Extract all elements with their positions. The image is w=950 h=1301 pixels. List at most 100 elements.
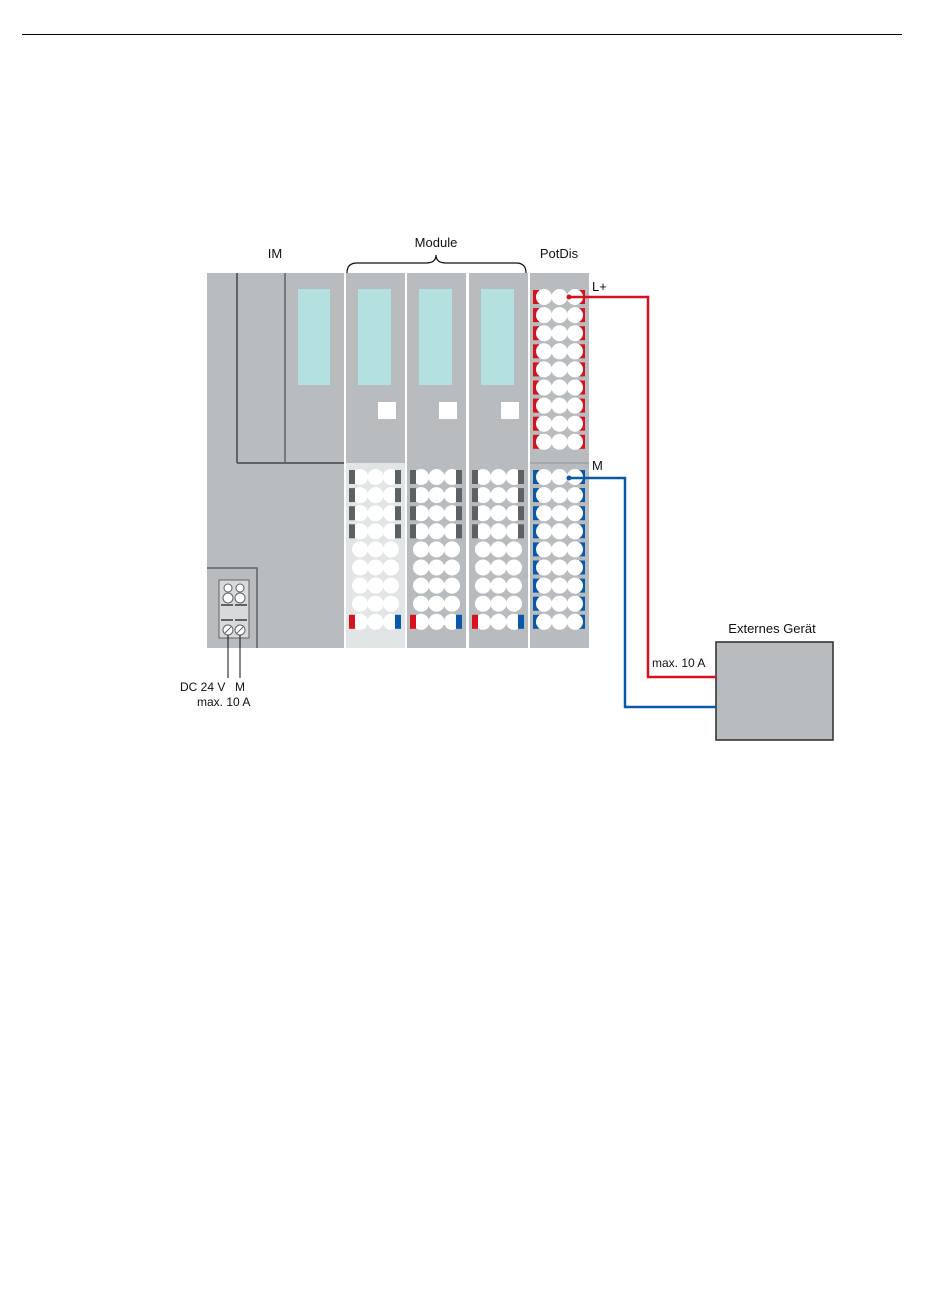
module-display bbox=[481, 289, 514, 385]
terminal-circle-icon bbox=[536, 434, 552, 450]
terminal-circle-icon bbox=[552, 416, 568, 432]
terminal-circle-icon bbox=[552, 307, 568, 323]
terminal-circle-icon bbox=[552, 469, 568, 485]
terminal-circle-icon bbox=[429, 614, 445, 630]
terminal-circle-icon bbox=[567, 541, 583, 557]
dc24v-label: DC 24 V bbox=[180, 680, 225, 694]
terminal-circle-icon bbox=[383, 541, 399, 557]
im-max-label: max. 10 A bbox=[197, 695, 250, 709]
terminal-circle-icon bbox=[567, 343, 583, 359]
terminal-marker bbox=[410, 506, 416, 520]
terminal-circle-icon bbox=[567, 325, 583, 341]
terminal-circle-icon bbox=[429, 541, 445, 557]
terminal-circle-icon bbox=[552, 325, 568, 341]
terminal-circle-icon bbox=[413, 596, 429, 612]
terminal-circle-icon bbox=[491, 614, 507, 630]
im-m-label: M bbox=[235, 680, 245, 694]
terminal-circle-icon bbox=[491, 469, 507, 485]
terminal-circle-icon bbox=[429, 596, 445, 612]
terminal-circle-icon bbox=[475, 560, 491, 576]
terminal-circle-icon bbox=[429, 578, 445, 594]
m-tap bbox=[567, 476, 572, 481]
terminal-marker bbox=[472, 506, 478, 520]
terminal-circle-icon bbox=[506, 560, 522, 576]
module-label-window bbox=[378, 402, 396, 419]
terminal-circle-icon bbox=[413, 541, 429, 557]
terminal-circle-icon bbox=[429, 487, 445, 503]
terminal-circle-icon bbox=[567, 398, 583, 414]
terminal-circle-icon bbox=[429, 505, 445, 521]
terminal-circle-icon bbox=[368, 578, 384, 594]
curly-brace-icon bbox=[347, 255, 526, 273]
terminal-circle-icon bbox=[536, 578, 552, 594]
terminal-circle-icon bbox=[506, 578, 522, 594]
terminal-circle-icon bbox=[352, 596, 368, 612]
terminal-circle-icon bbox=[567, 380, 583, 396]
terminal-circle-icon bbox=[552, 398, 568, 414]
terminal-circle-icon bbox=[567, 307, 583, 323]
terminal-circle-icon bbox=[475, 578, 491, 594]
terminal-circle-icon bbox=[444, 596, 460, 612]
terminal-circle-icon bbox=[567, 578, 583, 594]
terminal-circle-icon bbox=[368, 469, 384, 485]
external-device-box bbox=[716, 642, 833, 740]
terminal-marker bbox=[456, 615, 462, 629]
terminal-circle-icon bbox=[536, 614, 552, 630]
l-plus-tap bbox=[567, 295, 572, 300]
module-label-window bbox=[501, 402, 519, 419]
terminal-circle-icon bbox=[368, 560, 384, 576]
terminal-circle-icon bbox=[352, 578, 368, 594]
l-plus-label: L+ bbox=[592, 279, 607, 294]
terminal-circle-icon bbox=[368, 596, 384, 612]
terminal-marker bbox=[518, 470, 524, 484]
external-max-label: max. 10 A bbox=[652, 656, 705, 670]
terminal-circle-icon bbox=[552, 505, 568, 521]
terminal-marker bbox=[395, 615, 401, 629]
terminal-marker bbox=[395, 506, 401, 520]
terminal-circle-icon bbox=[552, 289, 568, 305]
terminal-circle-icon bbox=[552, 434, 568, 450]
terminal-circle-icon bbox=[491, 505, 507, 521]
terminal-circle-icon bbox=[444, 541, 460, 557]
terminal-circle-icon bbox=[567, 614, 583, 630]
terminal-circle-icon bbox=[552, 560, 568, 576]
terminal-circle-icon bbox=[552, 343, 568, 359]
m-label: M bbox=[592, 458, 603, 473]
terminal-marker bbox=[456, 524, 462, 538]
terminal-marker bbox=[349, 470, 355, 484]
io-modules bbox=[346, 273, 528, 648]
terminal-circle-icon bbox=[567, 416, 583, 432]
module-label: Module bbox=[415, 235, 458, 250]
terminal-marker bbox=[349, 524, 355, 538]
terminal-circle-icon bbox=[536, 416, 552, 432]
terminal-circle-icon bbox=[368, 523, 384, 539]
terminal-circle-icon bbox=[567, 560, 583, 576]
potdis-label: PotDis bbox=[540, 246, 579, 261]
terminal-circle-icon bbox=[552, 596, 568, 612]
terminal-circle-icon bbox=[552, 541, 568, 557]
terminal-circle-icon bbox=[536, 289, 552, 305]
terminal-circle-icon bbox=[368, 614, 384, 630]
terminal-circle-icon bbox=[491, 560, 507, 576]
terminal-marker bbox=[395, 524, 401, 538]
terminal-marker bbox=[472, 470, 478, 484]
terminal-circle-icon bbox=[491, 487, 507, 503]
terminal-circle-icon bbox=[368, 541, 384, 557]
terminal-marker bbox=[456, 488, 462, 502]
terminal-circle-icon bbox=[536, 343, 552, 359]
terminal-circle-icon bbox=[567, 596, 583, 612]
terminal-marker bbox=[410, 488, 416, 502]
terminal-circle-icon bbox=[536, 596, 552, 612]
terminal-circle-icon bbox=[352, 541, 368, 557]
terminal-circle-icon bbox=[567, 505, 583, 521]
terminal-circle-icon bbox=[567, 523, 583, 539]
terminal-marker bbox=[518, 615, 524, 629]
terminal-marker bbox=[518, 524, 524, 538]
terminal-circle-icon bbox=[368, 505, 384, 521]
terminal-circle-icon bbox=[536, 505, 552, 521]
terminal-circle-icon bbox=[475, 596, 491, 612]
terminal-circle-icon bbox=[552, 614, 568, 630]
terminal-circle-icon bbox=[536, 487, 552, 503]
terminal-circle-icon bbox=[383, 596, 399, 612]
